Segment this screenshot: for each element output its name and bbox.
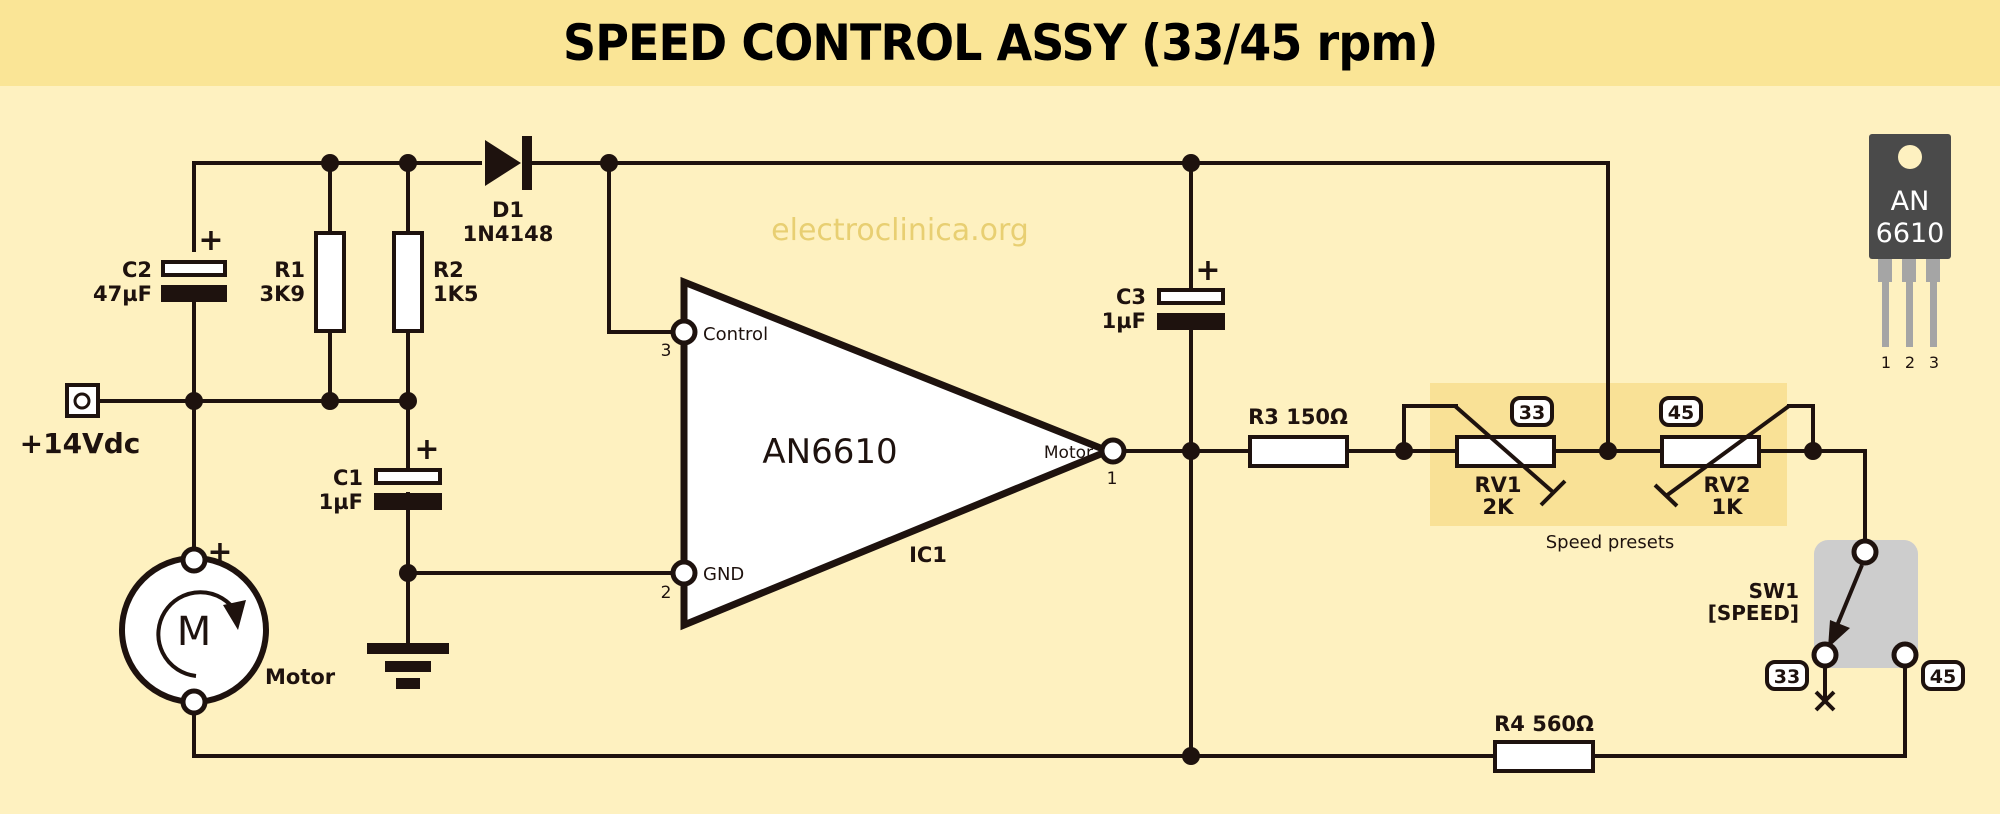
ic1-pin-motor-name: Motor: [1044, 443, 1093, 463]
svg-text:45: 45: [1668, 402, 1694, 424]
rv1-value: 2K: [1483, 495, 1515, 519]
ic1-part: AN6610: [762, 432, 897, 472]
power-terminal: [65, 383, 100, 418]
wire-top-rail: [532, 161, 1610, 452]
power-label: +14Vdc: [20, 427, 141, 460]
ic1-pin-motor-number: 1: [1107, 469, 1118, 489]
package-pin-2: 2: [1905, 353, 1915, 372]
title-bar: SPEED CONTROL ASSY (33/45 rpm): [0, 0, 2000, 86]
wire-rv2-sw: [1758, 449, 1867, 542]
motor-polarity: +: [207, 535, 232, 570]
rv2-value: 1K: [1712, 495, 1744, 519]
ic1-pin-gnd-number: 2: [661, 583, 672, 603]
package-line2: 6610: [1876, 218, 1945, 249]
wire-rv1-loop: [1402, 404, 1457, 453]
resistor-r3: [1248, 435, 1349, 468]
d1-ref: D1: [492, 198, 524, 222]
wire-top-left: [192, 161, 482, 252]
r2-value: 1K5: [433, 282, 479, 306]
r1-ref: R1: [274, 258, 305, 282]
trimmer-rv1: [1453, 404, 1567, 507]
c2-polarity: +: [198, 223, 223, 258]
ic1-pin-gnd-name: GND: [703, 564, 744, 585]
ground-icon: [367, 643, 449, 689]
diode-d1: [485, 136, 532, 190]
c2-ref: C2: [122, 258, 152, 282]
c3-polarity: +: [1195, 253, 1220, 288]
r3-label: R3 150Ω: [1248, 405, 1348, 429]
c1-value: 1µF: [319, 490, 363, 514]
svg-text:45: 45: [1930, 666, 1956, 688]
r2-ref: R2: [433, 258, 464, 282]
rv1-speed-tag: 33: [1510, 396, 1554, 427]
svg-text:33: 33: [1774, 666, 1800, 688]
trimmer-rv2: [1653, 404, 1791, 508]
c2-value: 47µF: [93, 282, 152, 306]
rv2-ref: RV2: [1703, 473, 1750, 497]
rv2-speed-tag: 45: [1659, 396, 1703, 427]
sw1-tag-33: 33: [1765, 660, 1809, 691]
rv1-ref: RV1: [1474, 473, 1521, 497]
c1-ref: C1: [333, 466, 363, 490]
r4-label: R4 560Ω: [1494, 712, 1594, 736]
motor-label: Motor: [265, 665, 336, 689]
junctions: [185, 154, 1822, 765]
wire-rv2-loop: [1787, 404, 1815, 453]
wire-control: [607, 161, 673, 334]
sw1-ref: SW1: [1749, 579, 1799, 603]
package-pin-3: 3: [1929, 353, 1939, 372]
sw1-function: [SPEED]: [1708, 601, 1799, 625]
ic1-pin-control-number: 3: [661, 341, 672, 361]
c1-polarity: +: [414, 432, 439, 467]
resistor-r2: [392, 231, 424, 333]
presets-caption: Speed presets: [1546, 532, 1675, 553]
resistor-r1: [314, 231, 346, 333]
switch-sw1[interactable]: [1811, 538, 1919, 712]
package-line1: AN: [1891, 186, 1930, 217]
watermark: electroclinica.org: [771, 213, 1029, 248]
c3-value: 1µF: [1102, 309, 1146, 333]
svg-text:33: 33: [1519, 402, 1545, 424]
sw1-tag-45: 45: [1921, 660, 1965, 691]
c3-ref: C3: [1116, 285, 1146, 309]
capacitor-c3: [1157, 288, 1225, 330]
ic1-ref: IC1: [909, 543, 947, 567]
ic1-amplifier: [670, 276, 1127, 631]
r1-value: 3K9: [260, 282, 306, 306]
wire-bottom-rail: [192, 713, 1497, 758]
motor-icon: [119, 546, 269, 716]
diagram-title: SPEED CONTROL ASSY (33/45 rpm): [562, 14, 1438, 72]
wire-bottom-right: [1591, 665, 1907, 758]
ic1-pin-control-name: Control: [703, 324, 768, 345]
capacitor-c2: [161, 260, 227, 302]
d1-value: 1N4148: [463, 222, 554, 246]
motor-symbol: M: [177, 609, 212, 655]
resistor-r4: [1493, 740, 1595, 773]
ic-package-illustration: [1869, 134, 1951, 347]
package-pin-1: 1: [1881, 353, 1891, 372]
capacitor-c1: [374, 468, 442, 510]
